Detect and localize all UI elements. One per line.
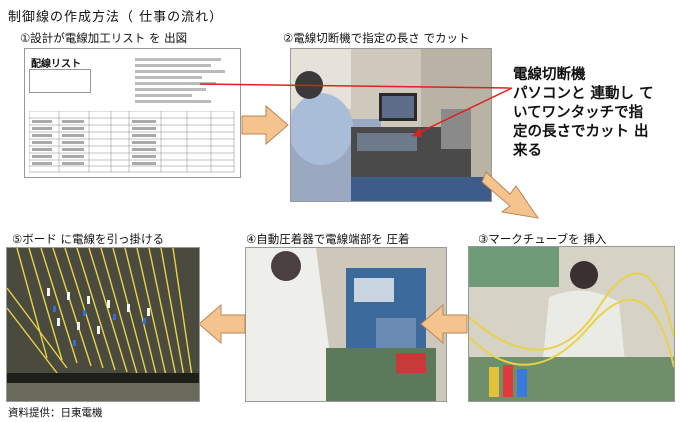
callout-body-line-4: 来る	[513, 142, 678, 161]
arrow-step4-to-step5	[197, 302, 247, 346]
arrow-step2-to-step3	[478, 168, 548, 230]
callout-body-line-1: パソコンと 連動し て	[513, 85, 678, 104]
cutting-machine-callout: 電線切断機 パソコンと 連動し て いてワンタッチで指 定の長さでカット 出 来…	[513, 66, 678, 161]
callout-body-line-2: いてワンタッチで指	[513, 104, 678, 123]
callout-heading: 電線切断機	[513, 66, 678, 85]
arrow-step3-to-step4	[419, 302, 469, 346]
source-credit: 資料提供：日東電機	[8, 405, 103, 420]
arrow-step1-to-step2	[240, 103, 290, 147]
callout-body-line-3: 定の長さでカット 出	[513, 123, 678, 142]
